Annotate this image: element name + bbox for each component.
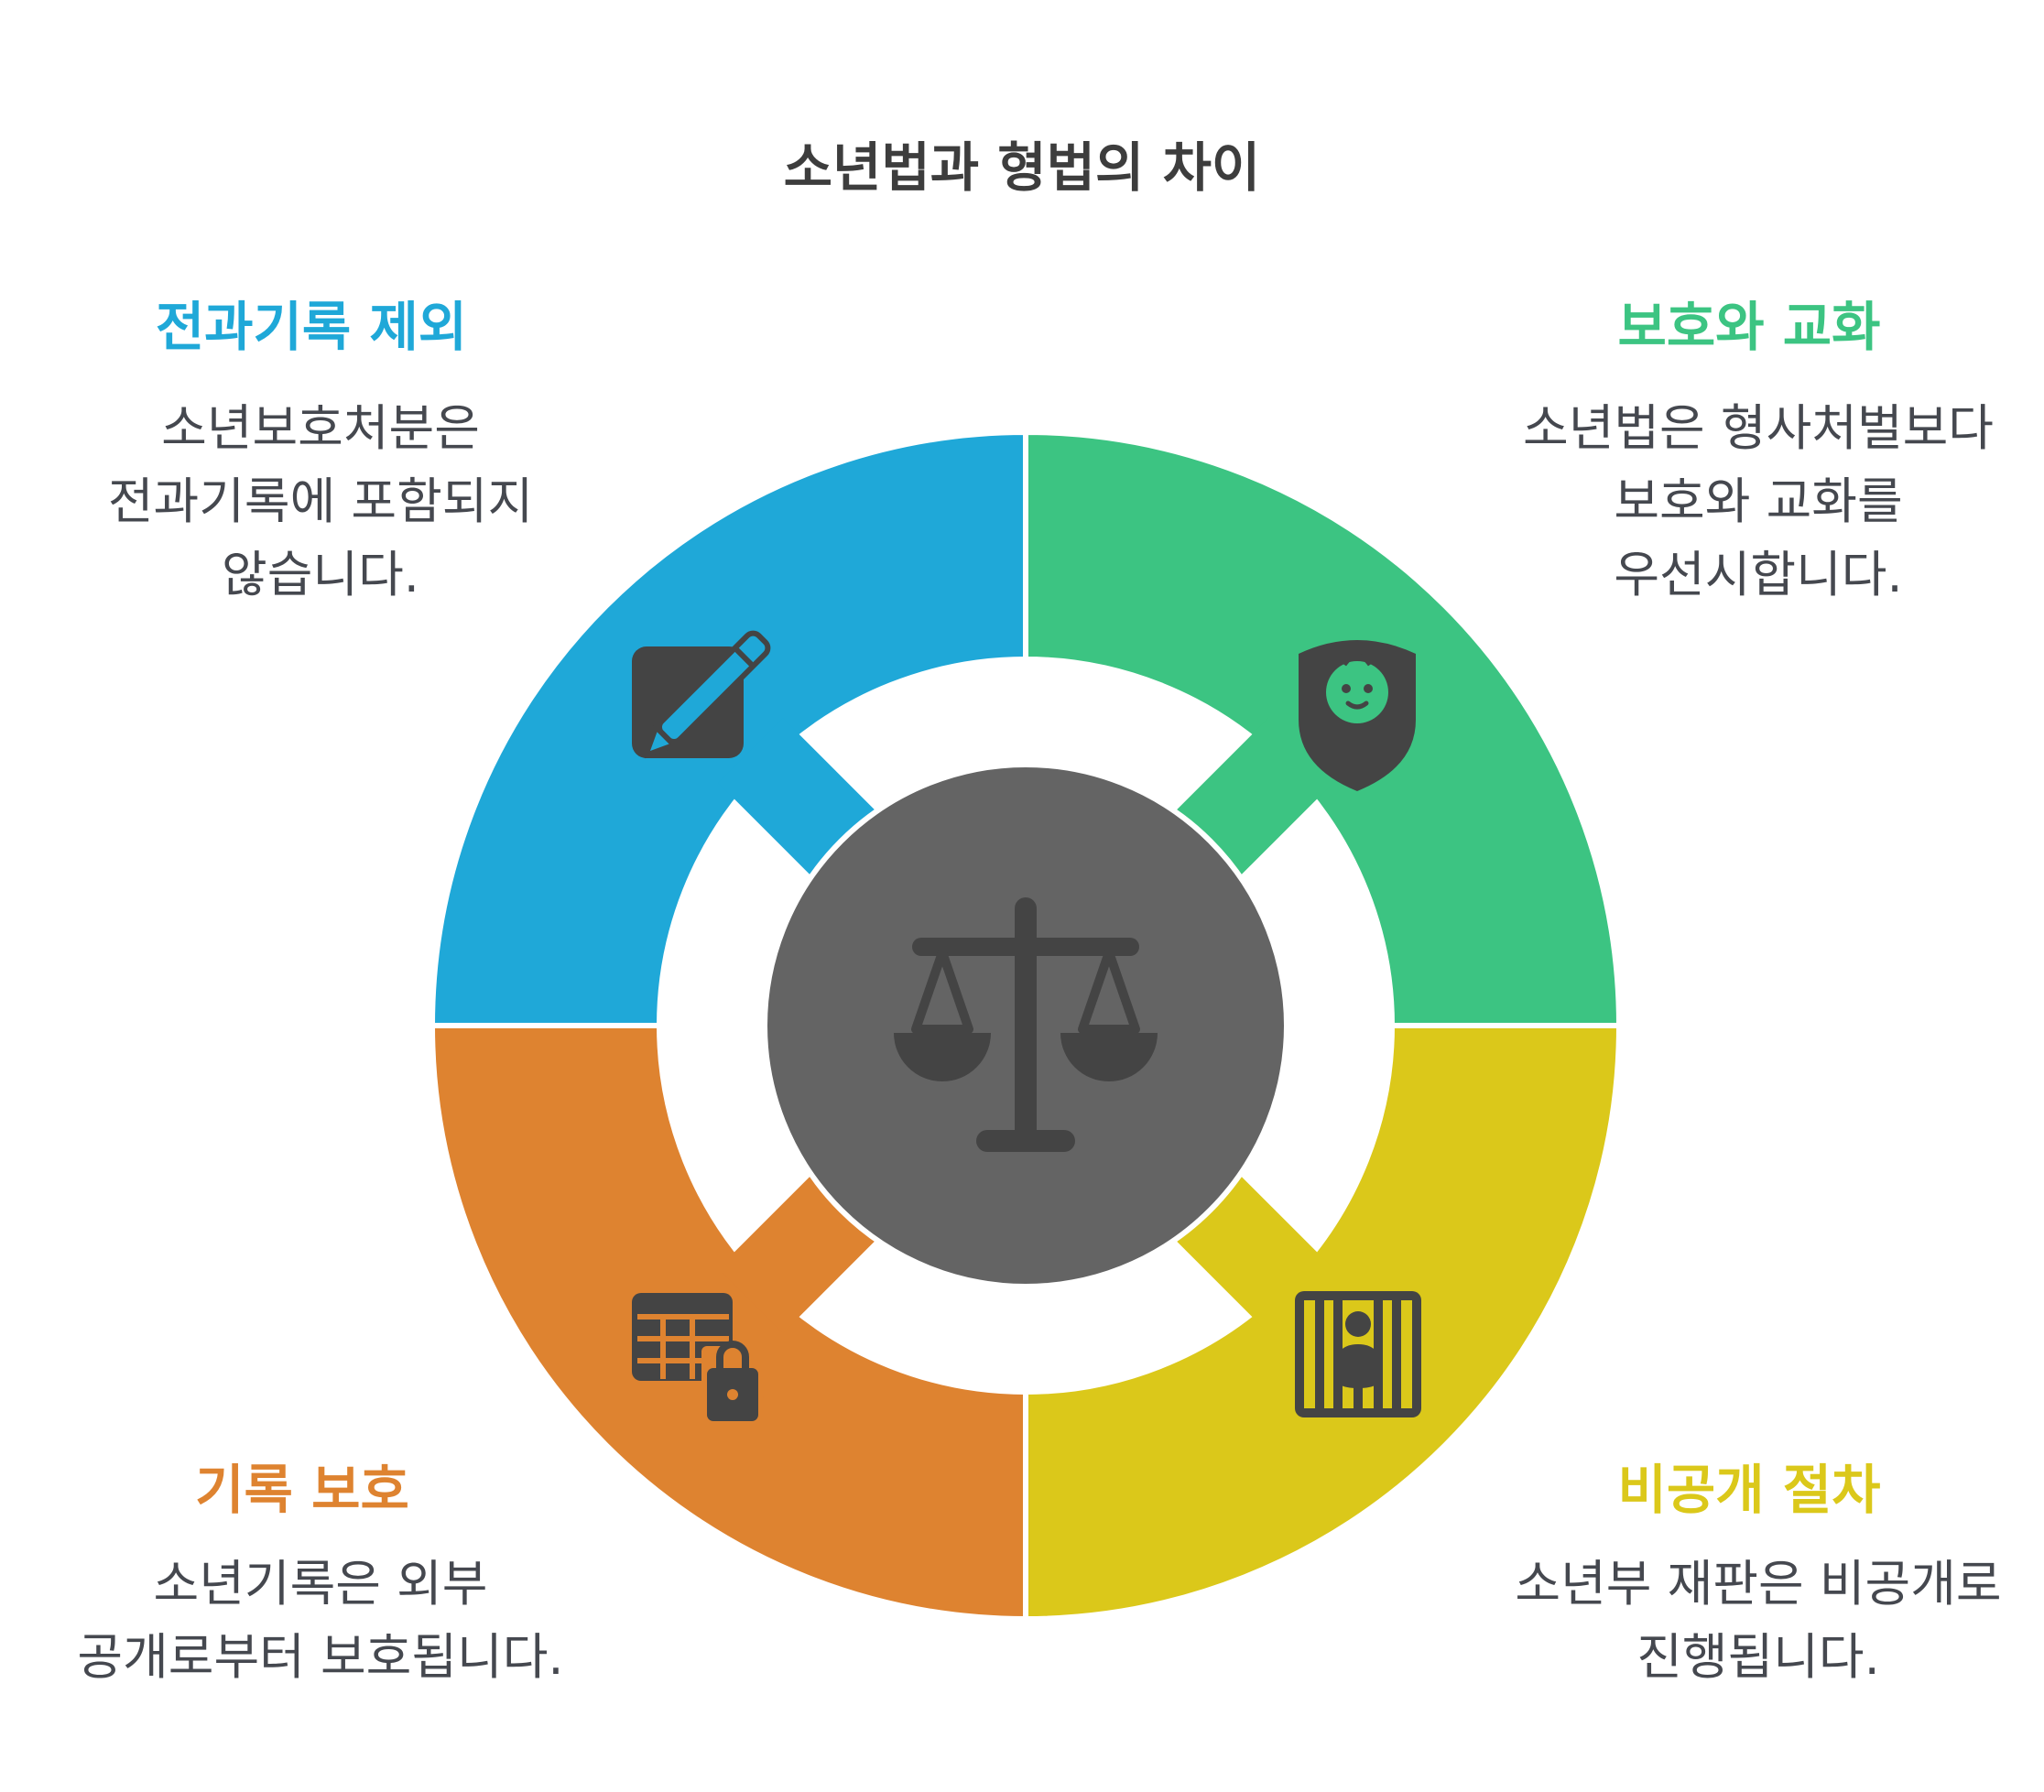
pencil-square-icon xyxy=(632,630,771,759)
segment-description-record-exclusion: 소년보호처분은 전과기록에 포함되지 않습니다. xyxy=(107,399,534,603)
baby-shield-icon xyxy=(1299,640,1416,791)
segment-description-closed-procedure: 소년부 재판은 비공개로 진행됩니다. xyxy=(1515,1555,2002,1686)
page-title: 소년법과 형법의 차이 xyxy=(783,136,1261,199)
locked-table-icon xyxy=(632,1293,764,1421)
segment-description-protection-education: 소년법은 형사처벌보다 보호와 교화를 우선시합니다. xyxy=(1523,399,1994,603)
segment-heading-record-protection: 기록 보호 xyxy=(195,1459,409,1521)
segment-heading-closed-procedure: 비공개 절차 xyxy=(1617,1459,1881,1521)
segment-heading-record-exclusion: 전과기록 제외 xyxy=(155,296,468,358)
person-behind-bars-icon xyxy=(1295,1291,1421,1417)
segment-description-record-protection: 소년기록은 외부 공개로부터 보호됩니다. xyxy=(77,1555,564,1686)
segment-heading-protection-education: 보호와 교화 xyxy=(1617,296,1881,358)
scales-of-justice-icon xyxy=(894,897,1158,1152)
